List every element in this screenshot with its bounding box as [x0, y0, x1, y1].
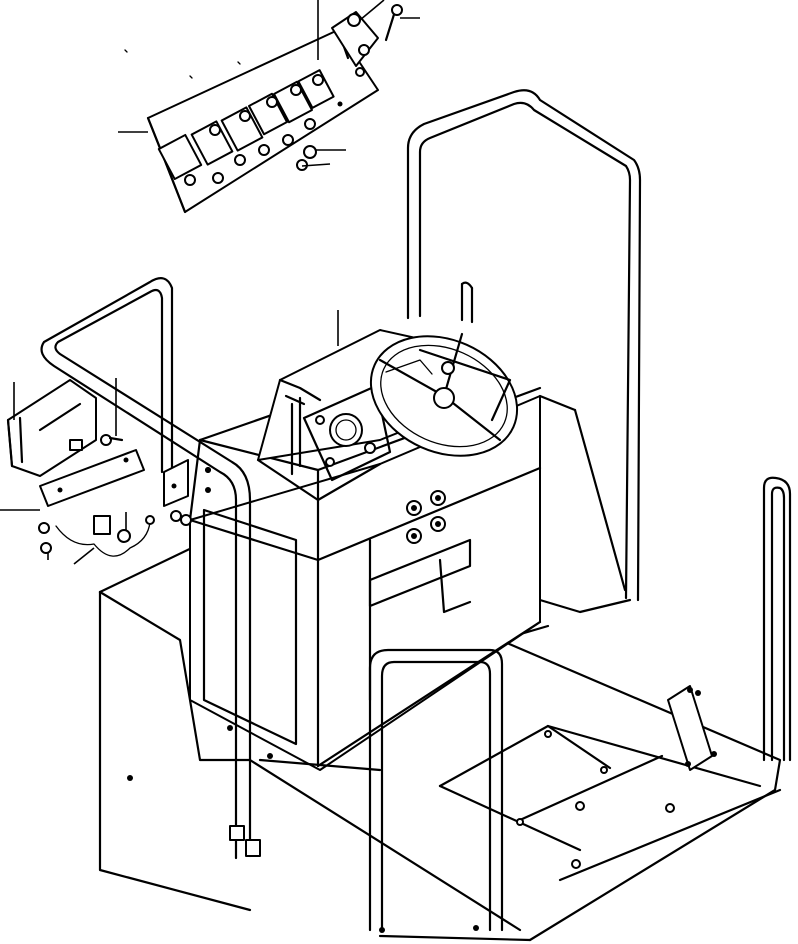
tick-marks: [124, 49, 241, 79]
rear-rops-frame: [406, 89, 642, 602]
front-handrail: [368, 648, 504, 933]
right-side-rail: [762, 476, 792, 762]
lamp-harness-wire: [55, 521, 151, 557]
steering-wheel: [369, 281, 519, 457]
lamp-switch-part: [93, 515, 131, 543]
leader-lamp-harness: [73, 547, 95, 565]
top-relay: [331, 11, 379, 77]
work-lamp-assembly: [6, 379, 192, 557]
relay-panel: [146, 4, 403, 214]
left-guard-rail: [40, 277, 261, 860]
relay-row: [157, 69, 335, 186]
leader-relay-nut-2: [301, 163, 331, 167]
leader-top-relay-nut: [359, 0, 385, 21]
